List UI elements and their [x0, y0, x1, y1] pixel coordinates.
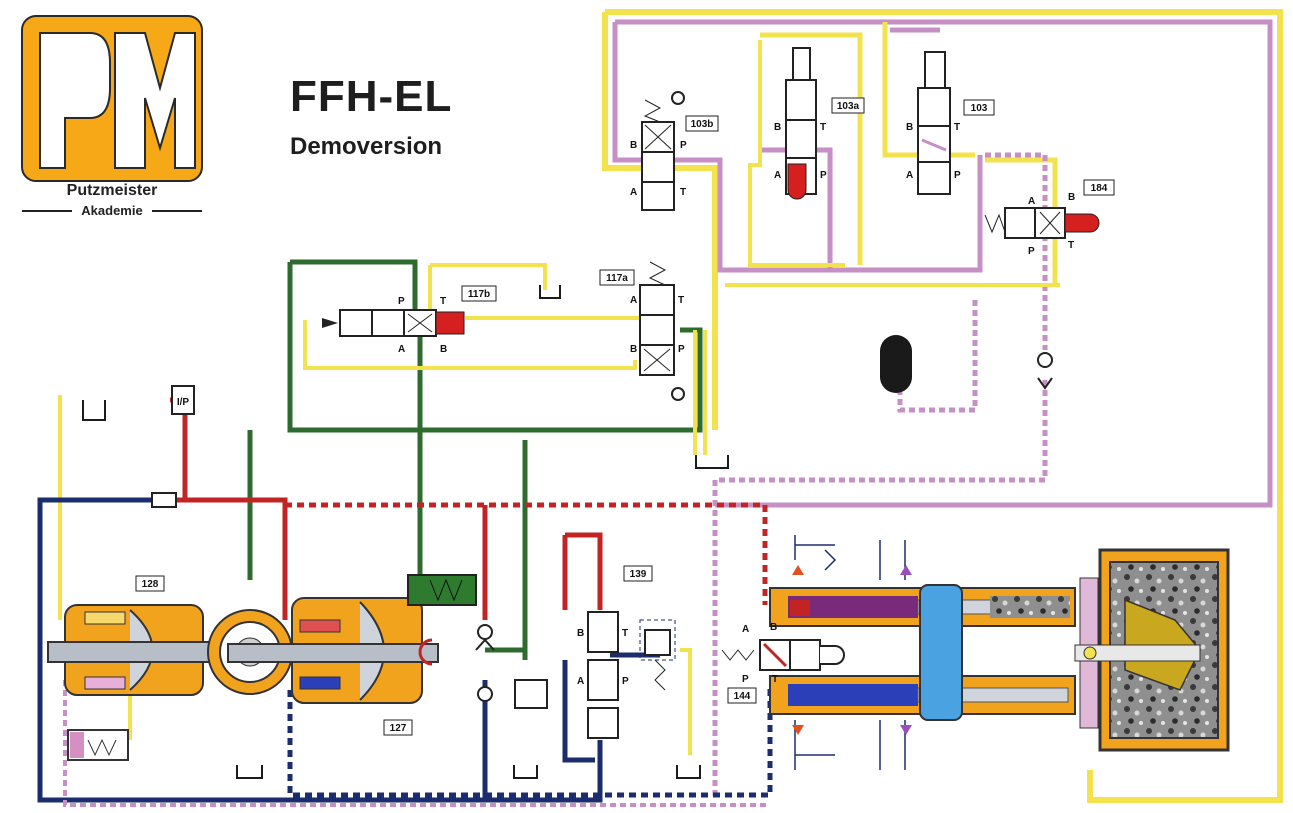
tag-128: 128 — [142, 579, 159, 590]
svg-text:T: T — [440, 296, 446, 307]
svg-text:B: B — [440, 344, 447, 355]
shuttle-valve — [151, 492, 177, 508]
tank-symbols — [82, 285, 729, 779]
cylinder-side-valves — [794, 535, 906, 770]
page-subtitle: Demoversion — [290, 133, 443, 160]
pump-127 — [227, 574, 477, 704]
svg-text:A: A — [630, 187, 637, 198]
tag-117b: 117b — [468, 289, 490, 300]
red-pressure-lines — [165, 397, 603, 620]
red-dashed-line — [285, 502, 768, 605]
svg-text:P: P — [398, 296, 405, 307]
valve-117b — [322, 309, 465, 337]
svg-text:B: B — [774, 122, 781, 133]
tag-184: 184 — [1091, 183, 1108, 194]
svg-text:P: P — [742, 674, 749, 685]
accumulator — [880, 335, 1053, 393]
material-hopper — [1074, 548, 1230, 752]
putzmeister-logo: Putzmeister Akademie — [21, 15, 203, 218]
svg-text:A: A — [630, 295, 637, 306]
valve-103b — [641, 91, 685, 211]
tag-117a: 117a — [606, 273, 628, 284]
relief-valve-box — [514, 679, 548, 709]
svg-text:A: A — [1028, 196, 1035, 207]
valve-103 — [917, 51, 951, 195]
svg-text:B: B — [906, 122, 913, 133]
valve-144 — [721, 639, 845, 671]
svg-text:A: A — [742, 624, 749, 635]
component-tags: 103b 103a 103 184 117b 117a 128 127 139 … — [135, 97, 1115, 736]
logo-letter-m — [114, 32, 196, 169]
svg-text:P: P — [1028, 246, 1035, 257]
logo-brand-text: Putzmeister — [67, 182, 158, 199]
svg-text:P: P — [680, 140, 687, 151]
navy-dashed-line — [287, 685, 773, 798]
svg-text:B: B — [577, 628, 584, 639]
svg-text:A: A — [774, 170, 781, 181]
orange-arrows — [792, 565, 804, 735]
tag-144: 144 — [734, 691, 751, 702]
svg-text:T: T — [622, 628, 628, 639]
purple-arrows — [900, 565, 912, 735]
svg-text:P: P — [622, 676, 629, 687]
svg-text:T: T — [820, 122, 826, 133]
svg-text:A: A — [398, 344, 405, 355]
tag-139: 139 — [630, 569, 647, 580]
valve-184 — [984, 207, 1100, 239]
svg-text:A: A — [906, 170, 913, 181]
svg-text:P: P — [954, 170, 961, 181]
pilot-lines — [602, 9, 1283, 803]
tag-103: 103 — [971, 103, 988, 114]
valve-139 — [587, 611, 676, 739]
gauge-symbol-text: I/P — [177, 397, 190, 408]
svg-text:T: T — [680, 187, 686, 198]
gauge-ip: I/P — [171, 385, 195, 415]
pump-128 — [47, 604, 229, 761]
valve-117a — [639, 261, 685, 401]
logo-division-text: Akademie — [81, 203, 142, 218]
svg-text:T: T — [772, 674, 778, 685]
svg-text:B: B — [1068, 192, 1075, 203]
logo-letter-p — [39, 32, 111, 169]
tag-103a: 103a — [837, 101, 860, 112]
svg-text:A: A — [577, 676, 584, 687]
svg-text:P: P — [820, 170, 827, 181]
port-letters: B P A T B T A P B T A P A B P T P T A B … — [398, 122, 1075, 687]
svg-text:B: B — [630, 344, 637, 355]
tag-103b: 103b — [691, 119, 714, 130]
page-title: FFH-EL — [290, 72, 453, 121]
svg-text:T: T — [1068, 240, 1074, 251]
svg-text:T: T — [678, 295, 684, 306]
svg-text:B: B — [770, 622, 777, 633]
svg-text:B: B — [630, 140, 637, 151]
valve-103a — [785, 47, 817, 200]
check-valves — [475, 624, 495, 702]
svg-text:P: P — [678, 344, 685, 355]
svg-text:T: T — [954, 122, 960, 133]
tag-127: 127 — [390, 723, 407, 734]
